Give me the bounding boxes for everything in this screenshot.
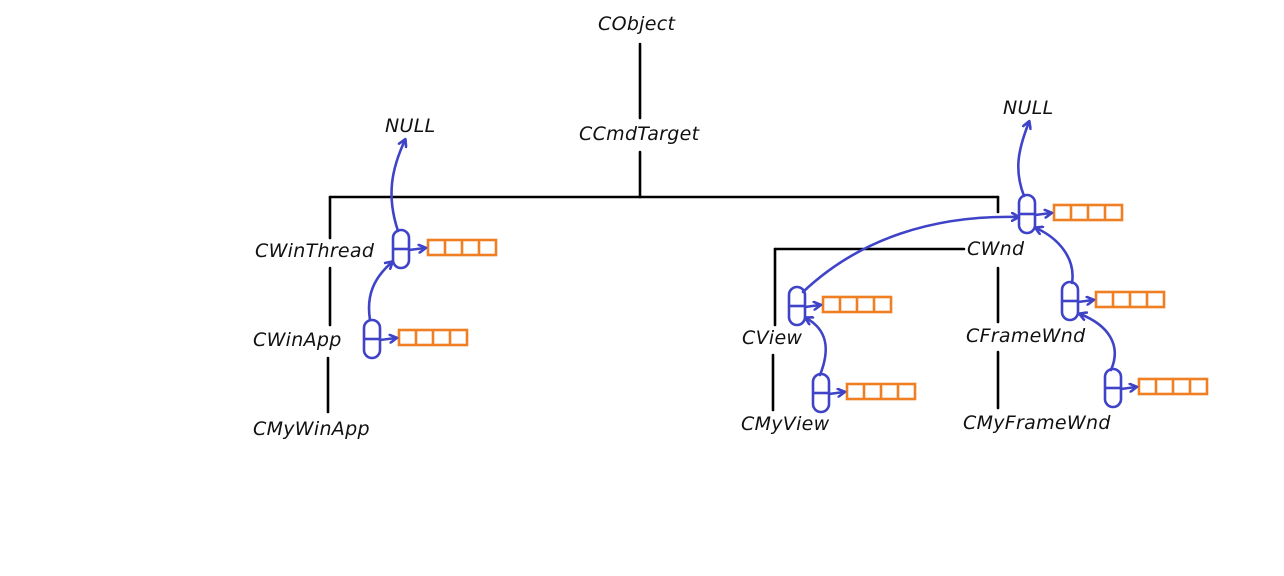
arrow-cmyframewnd-map [1119,387,1136,389]
label-null-right: NULL [1003,97,1054,119]
message-map-cwinapp [397,328,469,347]
message-map-cmyframewnd [1137,377,1209,396]
struct-cwnd [1017,193,1037,235]
arrow-cwinthread-null [390,140,405,233]
label-cmywinapp: CMyWinApp [253,418,370,440]
label-ccmdtarget: CCmdTarget [579,123,700,145]
label-null-left: NULL [385,115,436,137]
arrow-cmyframewnd-cframewnd [1080,314,1116,372]
label-cframewnd: CFrameWnd [966,325,1086,347]
label-cwnd: CWnd [967,238,1025,260]
label-cwinthread: CWinThread [255,240,375,262]
struct-cwinapp [362,318,382,360]
pointer-arrows [367,122,1136,394]
arrow-cwinthread-map [407,248,425,250]
message-map-arrays [397,203,1209,401]
label-cwinapp: CWinApp [253,329,342,351]
arrow-cframewnd-cwnd [1036,228,1074,285]
arrow-cwnd-null [1017,122,1029,198]
label-cmyview: CMyView [741,413,830,435]
label-cmyframewnd: CMyFrameWnd [963,412,1111,434]
struct-cmyframewnd [1103,367,1123,409]
message-map-cmyview [845,382,917,401]
arrow-cview-cwnd [801,217,1018,294]
message-map-cwinthread [426,238,498,257]
struct-cframewnd [1060,280,1080,322]
message-map-cview [821,295,893,314]
arrow-cview-map [803,305,820,307]
arrow-cwnd-map [1033,213,1051,215]
arrow-cmyview-cview [806,318,828,377]
message-map-cframewnd [1094,290,1166,309]
arrow-cwinapp-cwinthread [367,262,392,322]
hierarchy-lines [326,42,1000,414]
pointer-structs [362,193,1123,414]
message-map-cwnd [1052,203,1124,222]
label-cview: CView [742,327,803,349]
arrow-cmyview-map [827,392,844,394]
arrow-cframewnd-map [1076,300,1093,302]
struct-cmyview [811,372,831,414]
label-cobject: CObject [598,13,676,35]
struct-cwinthread [391,228,411,270]
arrow-cwinapp-map [378,338,396,340]
